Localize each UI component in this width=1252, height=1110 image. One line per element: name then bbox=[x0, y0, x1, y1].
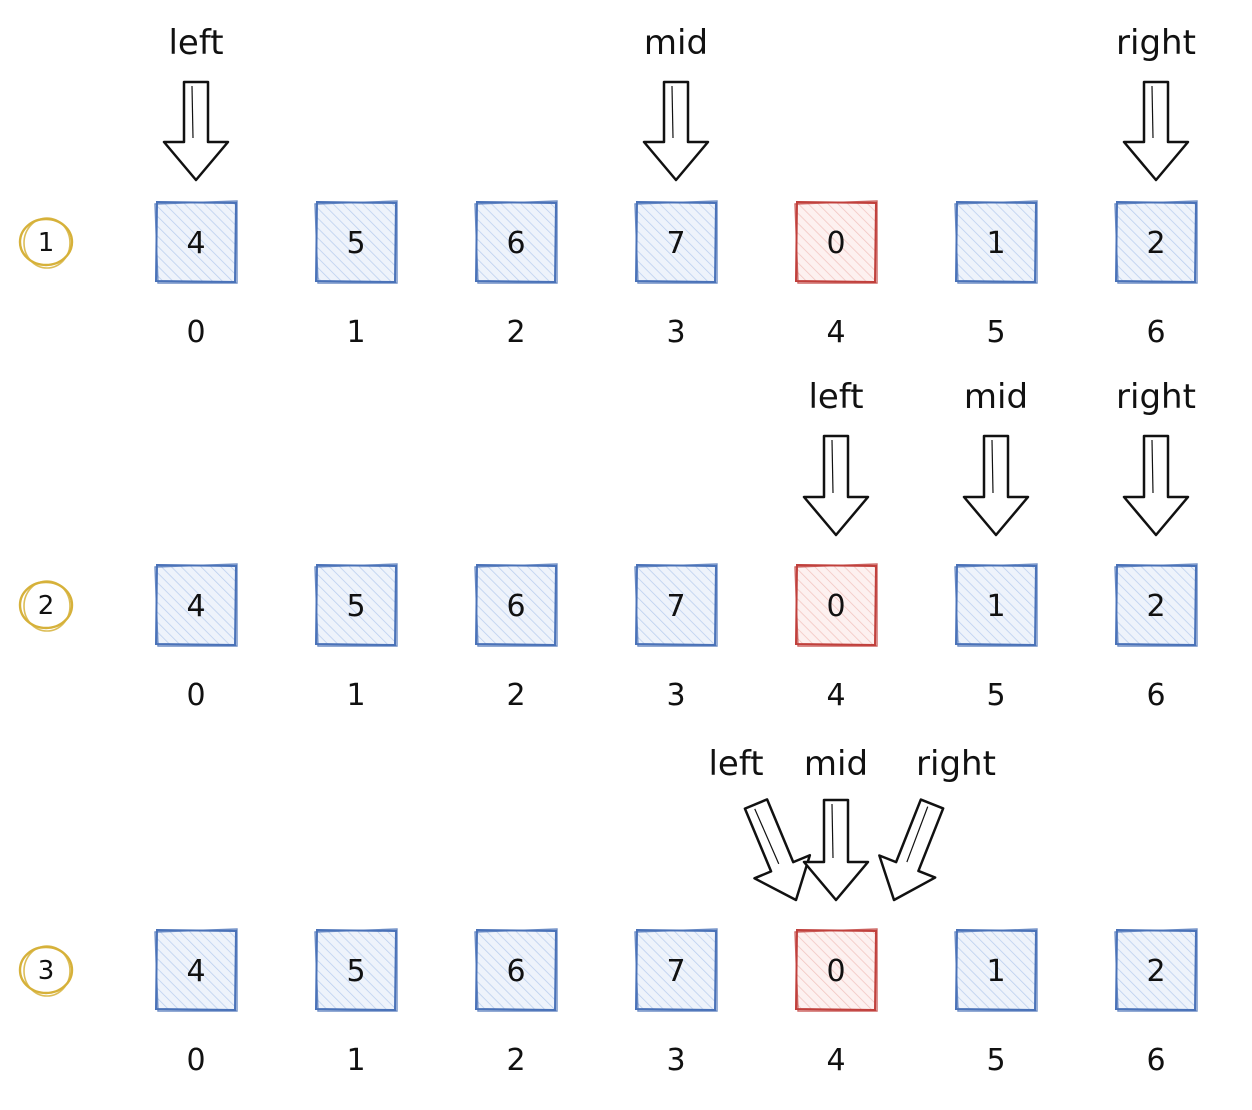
index-label: 1 bbox=[346, 315, 365, 350]
array-cell: 4 bbox=[154, 200, 238, 284]
pointer-arrow-left bbox=[162, 80, 230, 182]
pointer-label-left: left bbox=[168, 23, 223, 63]
index-label: 4 bbox=[826, 1043, 845, 1078]
pointer-label-mid: mid bbox=[804, 744, 868, 784]
pointer-arrow-mid bbox=[802, 798, 870, 902]
array-cell: 5 bbox=[314, 928, 398, 1012]
cell-value: 7 bbox=[666, 954, 685, 989]
array-cell: 5 bbox=[314, 200, 398, 284]
cell-value: 7 bbox=[666, 589, 685, 624]
step-badge-number: 2 bbox=[38, 591, 55, 621]
array-cell: 7 bbox=[634, 563, 718, 647]
pointer-arrow-mid bbox=[642, 80, 710, 182]
pointer-arrow-mid-stroke bbox=[991, 439, 994, 494]
cell-value: 5 bbox=[346, 954, 365, 989]
pointer-arrow-left-stroke bbox=[191, 85, 194, 139]
cell-value: 0 bbox=[826, 226, 845, 261]
pointer-arrow-right bbox=[1122, 434, 1190, 537]
step-3: 3 4 0 5 1 6 2 7 3 0 4 1 5 2 6 left mid right bbox=[18, 744, 1198, 1078]
cell-value: 1 bbox=[986, 589, 1005, 624]
index-label: 3 bbox=[666, 678, 685, 713]
cell-value: 4 bbox=[186, 589, 205, 624]
index-label: 1 bbox=[346, 1043, 365, 1078]
pointer-arrow-mid-stroke bbox=[671, 85, 674, 139]
cell-value: 4 bbox=[186, 226, 205, 261]
cell-value: 6 bbox=[506, 954, 525, 989]
pointer-label-mid: mid bbox=[964, 377, 1028, 417]
cell-value: 1 bbox=[986, 954, 1005, 989]
pointer-arrow-left bbox=[743, 798, 812, 902]
index-label: 6 bbox=[1146, 1043, 1165, 1078]
array-cell: 7 bbox=[634, 200, 718, 284]
cell-value: 0 bbox=[826, 589, 845, 624]
array-cell: 7 bbox=[634, 928, 718, 1012]
index-label: 1 bbox=[346, 678, 365, 713]
index-label: 3 bbox=[666, 1043, 685, 1078]
step-2: 2 4 0 5 1 6 2 7 3 0 4 1 5 2 6 left mid right bbox=[18, 377, 1198, 713]
pointer-label-right: right bbox=[1116, 23, 1196, 63]
array-cell: 4 bbox=[154, 928, 238, 1012]
index-label: 6 bbox=[1146, 678, 1165, 713]
cell-value: 4 bbox=[186, 954, 205, 989]
cell-value: 2 bbox=[1146, 954, 1165, 989]
pointer-arrow-right bbox=[1122, 80, 1190, 182]
cell-value: 7 bbox=[666, 226, 685, 261]
step-badge-number: 1 bbox=[38, 228, 55, 258]
index-label: 6 bbox=[1146, 315, 1165, 350]
step-badge: 1 bbox=[18, 217, 74, 269]
step-badge: 3 bbox=[18, 945, 74, 997]
array-cell: 6 bbox=[474, 200, 558, 284]
pointer-arrow-left-stroke bbox=[831, 439, 834, 494]
pointer-label-left: left bbox=[708, 744, 763, 784]
array-cell: 4 bbox=[154, 563, 238, 647]
step-badge-number: 3 bbox=[38, 956, 55, 986]
array-cell-highlighted: 0 bbox=[794, 563, 878, 647]
pointer-label-right: right bbox=[916, 744, 996, 784]
index-label: 4 bbox=[826, 678, 845, 713]
cell-value: 0 bbox=[826, 954, 845, 989]
array-cell: 1 bbox=[954, 928, 1038, 1012]
index-label: 2 bbox=[506, 1043, 525, 1078]
index-label: 5 bbox=[986, 678, 1005, 713]
index-label: 5 bbox=[986, 1043, 1005, 1078]
cell-value: 5 bbox=[346, 226, 365, 261]
array-cell: 5 bbox=[314, 563, 398, 647]
step-1: 1 4 0 5 1 6 2 7 3 0 4 1 5 2 6 left mid right bbox=[18, 23, 1198, 350]
array-cell: 6 bbox=[474, 928, 558, 1012]
array-cell-highlighted: 0 bbox=[794, 200, 878, 284]
cell-value: 5 bbox=[346, 589, 365, 624]
cell-value: 1 bbox=[986, 226, 1005, 261]
pointer-arrow-mid bbox=[962, 434, 1030, 537]
pointer-arrow-right-stroke bbox=[1151, 439, 1154, 494]
index-label: 2 bbox=[506, 315, 525, 350]
index-label: 0 bbox=[186, 678, 205, 713]
index-label: 2 bbox=[506, 678, 525, 713]
index-label: 3 bbox=[666, 315, 685, 350]
array-cell: 6 bbox=[474, 563, 558, 647]
step-badge: 2 bbox=[18, 580, 74, 632]
index-label: 4 bbox=[826, 315, 845, 350]
pointer-arrow-left bbox=[802, 434, 870, 537]
array-cell: 2 bbox=[1114, 563, 1198, 647]
array-cell: 1 bbox=[954, 563, 1038, 647]
pointer-label-left: left bbox=[808, 377, 863, 417]
pointer-label-mid: mid bbox=[644, 23, 708, 63]
cell-value: 6 bbox=[506, 226, 525, 261]
cell-value: 2 bbox=[1146, 226, 1165, 261]
array-cell: 2 bbox=[1114, 200, 1198, 284]
pointer-arrow-mid-stroke bbox=[831, 803, 834, 859]
index-label: 5 bbox=[986, 315, 1005, 350]
array-cell: 2 bbox=[1114, 928, 1198, 1012]
pointer-arrow-right-stroke bbox=[1151, 85, 1154, 139]
pointer-arrow-right bbox=[878, 798, 945, 902]
cell-value: 6 bbox=[506, 589, 525, 624]
cell-value: 2 bbox=[1146, 589, 1165, 624]
array-cell: 1 bbox=[954, 200, 1038, 284]
array-cell-highlighted: 0 bbox=[794, 928, 878, 1012]
pointer-label-right: right bbox=[1116, 377, 1196, 417]
index-label: 0 bbox=[186, 315, 205, 350]
index-label: 0 bbox=[186, 1043, 205, 1078]
